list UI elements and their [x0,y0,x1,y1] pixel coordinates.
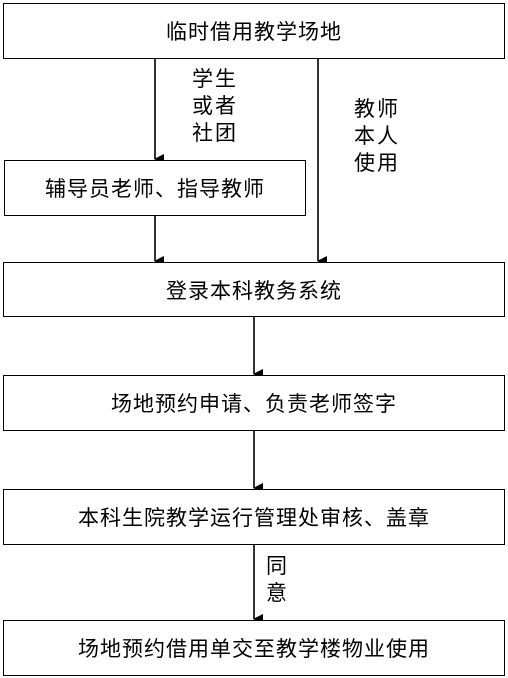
label-teacher-line-3: 使用 [354,151,400,175]
step-temporary-borrow: 临时借用教学场地 [3,3,505,59]
step-office-review: 本科生院教学运行管理处审核、盖章 [3,489,505,545]
step-login-system: 登录本科教务系统 [3,262,505,317]
step-property-handover-text: 场地预约借用单交至教学楼物业使用 [78,637,430,661]
label-student-line-3: 社团 [192,121,238,145]
step-advisor-approval: 辅导员老师、指导教师 [4,160,306,216]
label-teacher-line-1: 教师 [354,97,400,121]
step-temporary-borrow-text: 临时借用教学场地 [166,20,342,44]
step-office-review-text: 本科生院教学运行管理处审核、盖章 [78,506,430,530]
label-student-line-2: 或者 [192,94,238,118]
step-venue-application-text: 场地预约申请、负责老师签字 [111,392,397,416]
step-login-system-text: 登录本科教务系统 [166,278,342,303]
label-teacher-line-2: 本人 [354,124,400,148]
step-venue-application: 场地预约申请、负责老师签字 [3,375,505,431]
label-teacher-self-use: 教师 本人 使用 [354,96,400,177]
label-student-line-1: 学生 [192,67,238,91]
label-student-or-club: 学生 或者 社团 [192,66,238,147]
step-advisor-approval-text: 辅导员老师、指导教师 [45,177,265,201]
label-agree-line-2: 意 [266,581,287,605]
label-agree-line-1: 同 [266,554,287,578]
label-agree: 同 意 [266,553,287,607]
step-property-handover: 场地预约借用单交至教学楼物业使用 [3,620,505,676]
